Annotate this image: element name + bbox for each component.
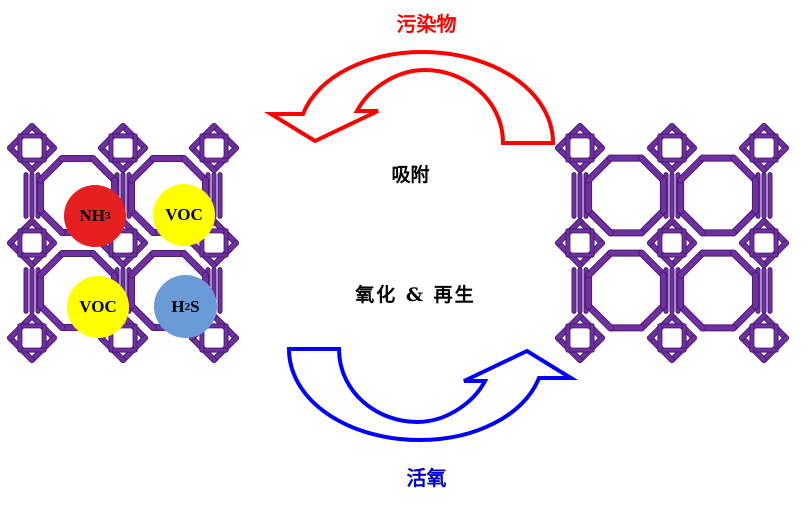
active-oxygen-cycle-arrow	[286, 347, 579, 443]
voc-molecule-bottom: VOC	[67, 276, 129, 338]
zeolite-framework-clean	[555, 123, 789, 363]
active-oxygen-label: 活氧	[406, 466, 447, 490]
pollutant-cycle-arrow	[263, 49, 556, 145]
pollutant-label: 污染物	[396, 12, 457, 36]
oxidation-regeneration-label: 氧化 & 再生	[355, 284, 476, 306]
voc-molecule-top: VOC	[153, 184, 215, 246]
adsorption-label: 吸附	[391, 164, 430, 186]
